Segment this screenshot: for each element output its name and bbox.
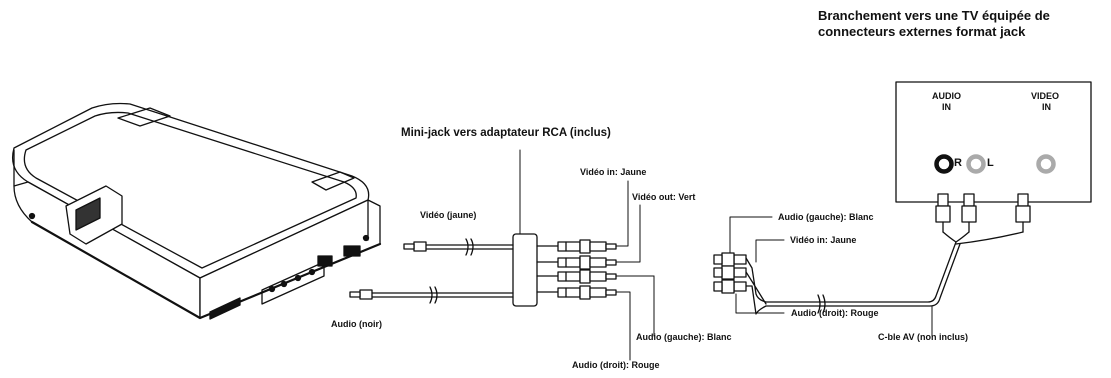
- tv-video-socket: [1036, 154, 1056, 174]
- adapter-rca-plugs: [557, 239, 617, 300]
- label-audio-noir: Audio (noir): [331, 319, 382, 329]
- tv-left-channel: L: [987, 157, 994, 169]
- label-tv-audio-droit: Audio (droit): Rouge: [791, 308, 879, 318]
- label-tv-video-in: Vidéo in: Jaune: [790, 235, 857, 245]
- tv-audio-r-socket: [934, 154, 954, 174]
- label-cable-av: C-ble AV (non inclus): [878, 332, 968, 342]
- audio-cable: [349, 286, 514, 304]
- label-audio-droit-rouge: Audio (droit): Rouge: [572, 360, 660, 370]
- label-audio-gauche-blanc: Audio (gauche): Blanc: [636, 332, 732, 342]
- tv-title-line2: connecteurs externes format jack: [818, 24, 1026, 39]
- label-video-jaune: Vidéo (jaune): [420, 210, 477, 220]
- tv-video-in-line1: VIDEO: [1031, 91, 1060, 101]
- tv-video-in-line2: IN: [1042, 102, 1051, 112]
- tv-title-line1: Branchement vers une TV équipée de: [818, 8, 1050, 23]
- dvd-player-illustration: [11, 102, 382, 320]
- adapter-leader-lines: [615, 180, 655, 361]
- tv-panel-frame: [895, 81, 1092, 203]
- tv-av-cable: [713, 193, 1031, 315]
- tv-audio-in-line1: AUDIO: [932, 91, 961, 101]
- adapter-illustration: [512, 149, 559, 307]
- label-video-out-vert: Vidéo out: Vert: [632, 192, 696, 202]
- tv-right-channel: R: [954, 157, 962, 169]
- label-video-in-jaune: Vidéo in: Jaune: [580, 167, 647, 177]
- video-cable: [403, 238, 514, 256]
- label-tv-audio-gauche: Audio (gauche): Blanc: [778, 212, 874, 222]
- tv-audio-in-line2: IN: [942, 102, 951, 112]
- tv-leader-lines: [729, 216, 933, 337]
- tv-audio-l-socket: [966, 154, 986, 174]
- adapter-title: Mini-jack vers adaptateur RCA (inclus): [401, 127, 611, 139]
